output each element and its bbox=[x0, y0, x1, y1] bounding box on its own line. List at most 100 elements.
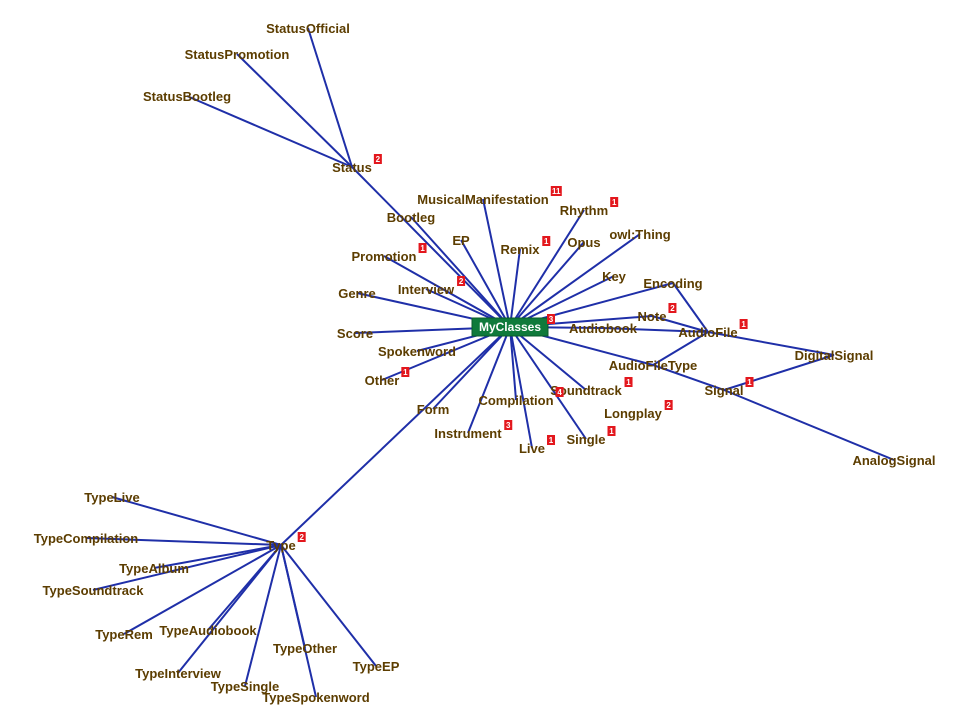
node-typeep[interactable]: TypeEP bbox=[353, 659, 400, 674]
node-label-ep: EP bbox=[452, 233, 470, 248]
edge-signal-digitalsignal bbox=[723, 354, 835, 391]
node-score[interactable]: Score bbox=[337, 326, 373, 341]
node-key[interactable]: Key bbox=[602, 269, 627, 284]
node-remix[interactable]: Remix 1 bbox=[500, 236, 551, 257]
edge-center-soundtrack bbox=[509, 326, 587, 391]
edge-center-opus bbox=[509, 241, 585, 328]
edge-type-typeep bbox=[280, 544, 377, 667]
node-audiobook[interactable]: Audiobook bbox=[569, 321, 638, 336]
edge-status-statusofficial bbox=[307, 27, 353, 168]
node-typesoundtrack[interactable]: TypeSoundtrack bbox=[43, 583, 145, 598]
node-note-badge: 2 bbox=[670, 304, 675, 313]
edge-center-live bbox=[509, 326, 533, 449]
center-node-badge-box bbox=[547, 314, 555, 324]
edge-note-audiofile bbox=[651, 315, 709, 333]
node-label-typecompilation: TypeCompilation bbox=[34, 531, 139, 546]
node-label-opus: Opus bbox=[567, 235, 600, 250]
node-soundtrack-badge: 1 bbox=[626, 378, 631, 387]
node-spokenword[interactable]: Spokenword bbox=[378, 344, 456, 359]
node-label-digitalsignal: DigitalSignal bbox=[795, 348, 874, 363]
node-label-typeother: TypeOther bbox=[273, 641, 337, 656]
node-label-owlthing: owl:Thing bbox=[609, 227, 670, 242]
node-compilation-badge-box bbox=[555, 387, 564, 397]
edge-type-typeinterview bbox=[177, 544, 282, 674]
node-remix-badge: 1 bbox=[544, 237, 549, 246]
node-label-form: Form bbox=[417, 402, 450, 417]
node-typespokenword[interactable]: TypeSpokenword bbox=[262, 690, 369, 705]
node-musicalmanifestation-badge-box bbox=[550, 186, 562, 196]
edge-type-typesoundtrack bbox=[92, 544, 282, 591]
node-remix-badge-box bbox=[542, 236, 551, 246]
node-promotion-badge-box bbox=[418, 243, 427, 253]
node-compilation-badge: 4 bbox=[557, 388, 562, 397]
node-label-audiofile: AudioFile bbox=[678, 325, 737, 340]
node-typeaudiobook[interactable]: TypeAudiobook bbox=[159, 623, 257, 638]
node-statusofficial[interactable]: StatusOfficial bbox=[266, 21, 350, 36]
node-label-typelive: TypeLive bbox=[84, 490, 139, 505]
node-analogsignal[interactable]: AnalogSignal bbox=[852, 453, 935, 468]
edge-center-owlthing bbox=[509, 233, 641, 328]
node-instrument-badge: 3 bbox=[506, 421, 511, 430]
node-status-badge-box bbox=[373, 154, 382, 164]
node-promotion-badge: 1 bbox=[420, 244, 425, 253]
edges-layer bbox=[85, 27, 895, 698]
node-interview-badge-box bbox=[457, 276, 466, 286]
edge-center-instrument bbox=[467, 326, 511, 434]
node-interview-badge: 2 bbox=[459, 277, 464, 286]
edge-center-type bbox=[280, 326, 511, 546]
node-opus[interactable]: Opus bbox=[567, 235, 600, 250]
node-label-typesoundtrack: TypeSoundtrack bbox=[43, 583, 145, 598]
node-statusbootleg[interactable]: StatusBootleg bbox=[143, 89, 231, 104]
node-owlthing[interactable]: owl:Thing bbox=[609, 227, 670, 242]
node-typesingle[interactable]: TypeSingle bbox=[211, 679, 279, 694]
edge-encoding-audiofile bbox=[672, 282, 709, 333]
node-other-badge: 1 bbox=[403, 368, 408, 377]
node-typealbum[interactable]: TypeAlbum bbox=[119, 561, 189, 576]
node-type-badge: 2 bbox=[299, 533, 304, 542]
node-bootleg[interactable]: Bootleg bbox=[387, 210, 435, 225]
edge-audiofiletype-audiofile bbox=[652, 331, 709, 366]
node-ep[interactable]: EP bbox=[452, 233, 470, 248]
node-other-badge-box bbox=[401, 367, 410, 377]
node-longplay-badge-box bbox=[664, 400, 673, 410]
node-audiofiletype[interactable]: AudioFileType bbox=[609, 358, 698, 373]
edge-type-typecompilation bbox=[85, 537, 282, 546]
node-digitalsignal[interactable]: DigitalSignal bbox=[795, 348, 874, 363]
node-single-badge: 1 bbox=[609, 427, 614, 436]
node-typeinterview[interactable]: TypeInterview bbox=[135, 666, 222, 681]
edge-center-rhythm bbox=[509, 209, 585, 328]
node-label-typespokenword: TypeSpokenword bbox=[262, 690, 369, 705]
node-typelive[interactable]: TypeLive bbox=[84, 490, 139, 505]
node-form[interactable]: Form bbox=[417, 402, 450, 417]
node-typerem[interactable]: TypeRem bbox=[95, 627, 153, 642]
node-rhythm-badge-box bbox=[610, 197, 619, 207]
node-typecompilation[interactable]: TypeCompilation bbox=[34, 531, 139, 546]
node-statuspromotion[interactable]: StatusPromotion bbox=[185, 47, 290, 62]
node-label-statusbootleg: StatusBootleg bbox=[143, 89, 231, 104]
nodes-layer: StatusOfficialStatusPromotionStatusBootl… bbox=[34, 21, 936, 705]
node-typeother[interactable]: TypeOther bbox=[273, 641, 337, 656]
node-status-badge: 2 bbox=[376, 155, 381, 164]
node-encoding[interactable]: Encoding bbox=[643, 276, 702, 291]
node-genre[interactable]: Genre bbox=[338, 286, 376, 301]
edge-center-promotion bbox=[383, 255, 511, 328]
node-label-remix: Remix bbox=[500, 242, 540, 257]
